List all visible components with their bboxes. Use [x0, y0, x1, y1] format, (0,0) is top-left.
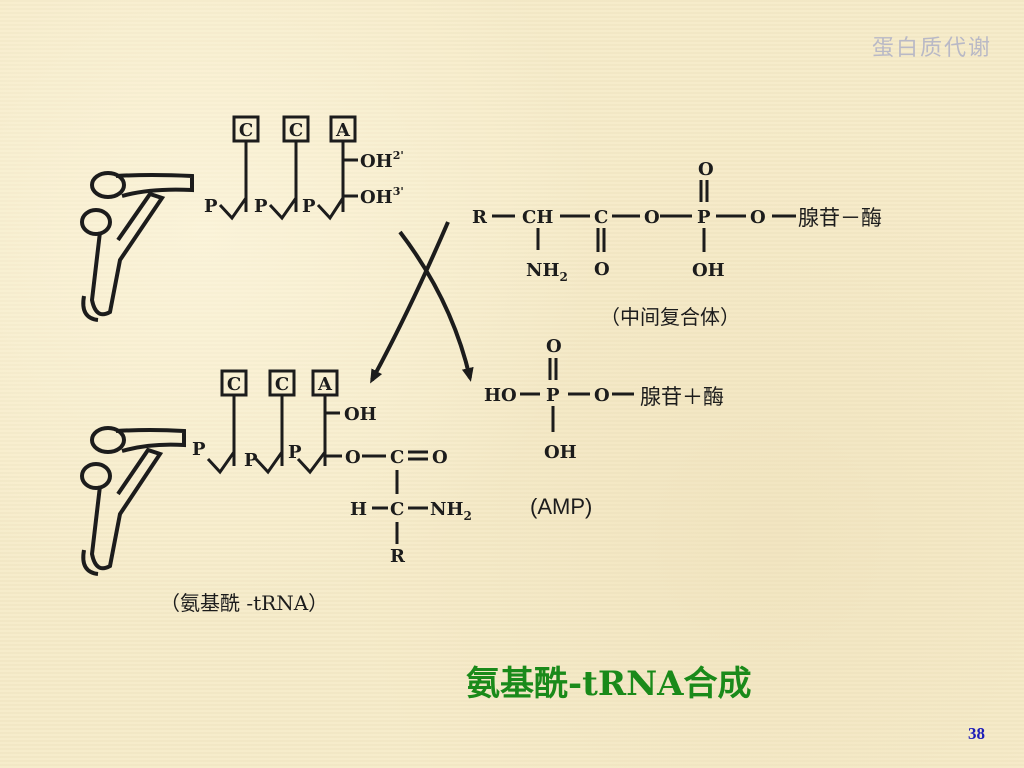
- bottom-base-3: A: [317, 374, 333, 395]
- amp-ho: HO: [484, 385, 517, 406]
- intermediate-ch: CH: [522, 207, 553, 228]
- intermediate-carbonyl-o: O: [594, 259, 610, 280]
- bottom-ester-o: O: [345, 447, 361, 468]
- reaction-arrow-to-aminoacyl-trna: [370, 221, 450, 384]
- intermediate-p: P: [697, 207, 711, 228]
- amp-product: HO P O O OH 腺苷＋酶 (AMP): [484, 336, 724, 519]
- amp-o-top: O: [546, 336, 562, 357]
- top-base-1: C: [239, 120, 253, 141]
- intermediate-nh2: NH2: [526, 260, 568, 284]
- amp-tail: 腺苷＋酶: [640, 385, 724, 409]
- intermediate-o-top: O: [698, 159, 714, 180]
- bottom-trna-body-shape: [80, 426, 186, 576]
- amp-o: O: [594, 385, 610, 406]
- bottom-base-2: C: [275, 374, 289, 395]
- intermediate-oh: OH: [692, 260, 725, 281]
- intermediate-c: C: [594, 207, 608, 228]
- bottom-phosphate-1: P: [192, 439, 206, 460]
- top-oh-3prime: OH3': [360, 185, 404, 208]
- bottom-cca-bases: C C A: [220, 369, 339, 397]
- reaction-arrow-to-products: [398, 230, 474, 382]
- amp-oh: OH: [544, 442, 577, 463]
- top-trna-structure: C C A P P P OH2' OH3': [80, 115, 404, 322]
- top-phosphate-3: P: [302, 196, 316, 217]
- intermediate-r: R: [472, 207, 488, 228]
- intermediate-o-2: O: [750, 207, 766, 228]
- bottom-phosphate-3: P: [288, 442, 302, 463]
- reaction-arrows: [370, 221, 474, 384]
- top-base-2: C: [289, 120, 303, 141]
- bottom-carbonyl-o: O: [432, 447, 448, 468]
- slide-header-text: 蛋白质代谢: [871, 36, 992, 61]
- bottom-oh: OH: [344, 404, 377, 425]
- bottom-trna-structure: C C A P P P OH O C O H: [80, 369, 472, 615]
- top-oh-2prime: OH2': [360, 149, 404, 172]
- bottom-c-alpha: C: [390, 499, 404, 520]
- bottom-caption: （氨基酰 -tRNA）: [160, 591, 328, 615]
- bottom-phosphate-2: P: [244, 450, 258, 471]
- intermediate-tail: 腺苷－酶: [798, 206, 882, 230]
- page-number: 38: [968, 724, 985, 743]
- intermediate-complex: R CH C O P O O O NH2 OH 腺苷－酶 （中间复合体）: [472, 159, 882, 329]
- top-phosphate-1: P: [204, 196, 218, 217]
- top-trna-body-shape: [80, 171, 194, 322]
- intermediate-bonds: [492, 180, 796, 252]
- bottom-ester-c: C: [390, 447, 404, 468]
- bottom-backbone-lines: [206, 395, 428, 544]
- top-phosphate-2: P: [254, 196, 268, 217]
- bottom-r: R: [390, 546, 406, 567]
- bottom-nh2: NH2: [430, 499, 472, 523]
- top-backbone-lines: [218, 141, 358, 221]
- amp-p: P: [546, 385, 560, 406]
- amp-bonds: [520, 358, 634, 432]
- intermediate-caption: （中间复合体）: [600, 305, 740, 329]
- top-base-3: A: [335, 120, 351, 141]
- slide-title: 氨基酰-tRNA合成: [466, 664, 752, 704]
- intermediate-o: O: [644, 207, 660, 228]
- amp-label: (AMP): [530, 494, 592, 519]
- top-cca-bases: C C A: [232, 115, 357, 143]
- bottom-h: H: [350, 499, 367, 520]
- bottom-base-1: C: [227, 374, 241, 395]
